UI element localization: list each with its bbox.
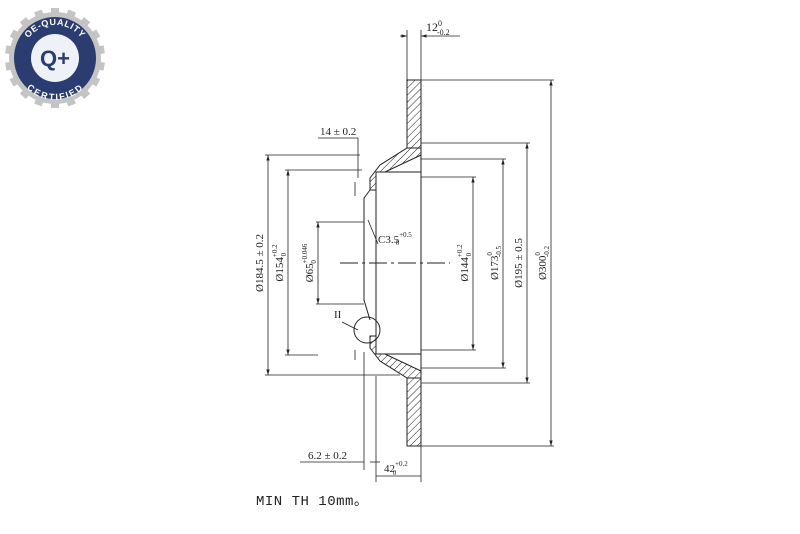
dim-dia-184-5: Ø184.5 ± 0.2 <box>254 234 266 292</box>
hat-wall-bottom <box>369 335 422 379</box>
badge-inner <box>31 34 79 82</box>
dim-hat-depth: 14 ± 0.2 <box>320 126 356 138</box>
disc-section <box>340 79 450 447</box>
dim-dia-300: Ø3000-0.2 <box>534 245 551 280</box>
hat-wall-top <box>369 147 422 191</box>
friction-ring-bottom <box>406 377 422 447</box>
dim-top-thickness: 120-0.2 <box>426 19 450 37</box>
dim-dia-144: Ø144+0.20 <box>456 244 473 282</box>
friction-ring-top <box>406 79 422 149</box>
dim-dia-65: Ø65+0.0460 <box>301 243 318 282</box>
hub-face <box>363 189 371 321</box>
detail-mark: II <box>334 309 342 321</box>
badge-center-text: Q+ <box>40 46 70 71</box>
detail-circle <box>353 316 381 344</box>
dim-hub-thickness: 6.2 ± 0.2 <box>308 450 347 462</box>
oe-quality-badge: OE-QUALITY CERTIFIED Q+ <box>5 8 105 108</box>
dim-dia-154: Ø154+0.20 <box>271 244 288 282</box>
dimension-lines <box>265 30 554 482</box>
dim-dia-173: Ø1730-0.5 <box>486 245 503 280</box>
min-thickness-note: MIN TH 10mm。 <box>256 494 369 510</box>
dim-dia-195: Ø195 ± 0.5 <box>513 238 525 288</box>
